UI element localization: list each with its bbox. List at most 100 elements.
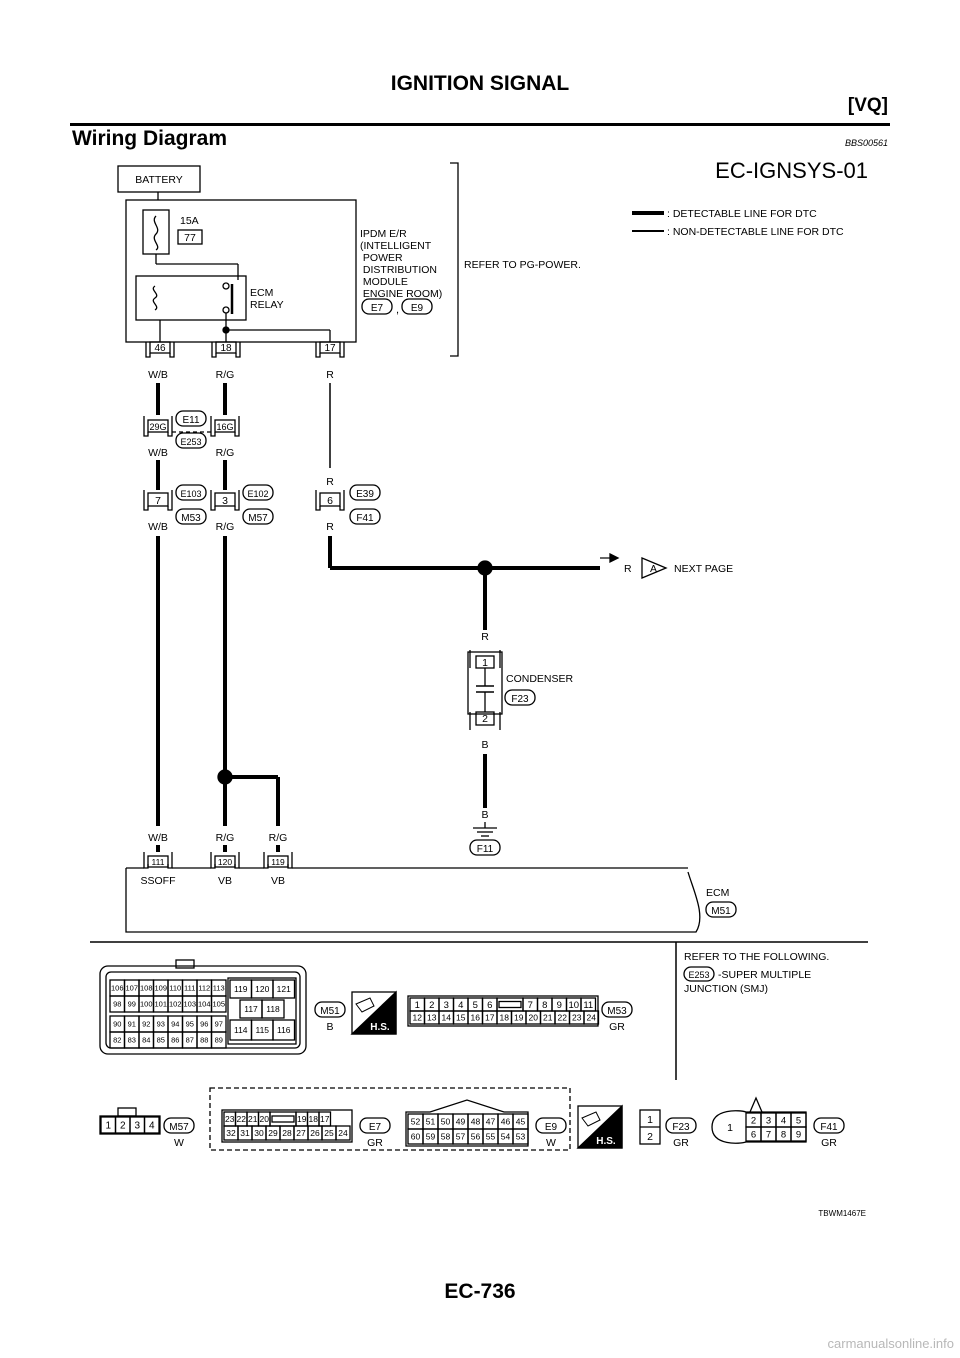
ecm-box bbox=[125, 868, 701, 933]
ground-tag-f11 bbox=[469, 839, 501, 856]
pin-number: 3 bbox=[766, 1115, 771, 1126]
splice-r bbox=[477, 560, 493, 576]
svg-text:1: 1 bbox=[727, 1122, 733, 1134]
connector-tag-e9 bbox=[401, 298, 433, 315]
svg-text:R/G: R/G bbox=[216, 369, 235, 381]
pin-number: 1 bbox=[415, 1000, 420, 1011]
pin-number: 117 bbox=[244, 1004, 258, 1014]
pin-number: 46 bbox=[501, 1117, 511, 1127]
pin-number: 24 bbox=[587, 1013, 597, 1023]
svg-text:7: 7 bbox=[155, 495, 161, 507]
pin-number: 16 bbox=[471, 1013, 481, 1023]
relay-label-2: RELAY bbox=[250, 299, 284, 311]
svg-text:M57: M57 bbox=[248, 513, 268, 524]
svg-text:R: R bbox=[326, 369, 334, 381]
connector-tag-e7-face bbox=[359, 1117, 391, 1134]
pin-number: 50 bbox=[441, 1117, 451, 1127]
page-title: IGNITION SIGNAL bbox=[390, 72, 570, 95]
pin-number: 111 bbox=[184, 984, 195, 993]
pin-number: 94 bbox=[171, 1020, 179, 1029]
svg-text:E11: E11 bbox=[182, 415, 199, 426]
inline-connector-e102: 3 E102 M57 bbox=[210, 484, 274, 525]
pin-cell bbox=[272, 979, 296, 999]
pin-number: 9 bbox=[796, 1129, 801, 1140]
condenser: 1 2 bbox=[467, 650, 503, 730]
pin-number: 109 bbox=[154, 984, 167, 993]
pin-number: 108 bbox=[140, 984, 153, 993]
battery-label: BATTERY bbox=[135, 174, 182, 186]
svg-text:E7: E7 bbox=[371, 303, 384, 314]
pin-number: 97 bbox=[215, 1020, 223, 1029]
key-slot bbox=[271, 1115, 295, 1123]
pin-number: 101 bbox=[154, 1000, 167, 1009]
refer-bracket bbox=[450, 162, 459, 357]
pin-number: 28 bbox=[282, 1128, 292, 1138]
pin-number: 29 bbox=[268, 1128, 278, 1138]
pin-number: 90 bbox=[113, 1020, 121, 1029]
pin-number: 113 bbox=[213, 984, 225, 993]
svg-text:120: 120 bbox=[218, 857, 232, 867]
svg-text:E7: E7 bbox=[369, 1122, 382, 1133]
svg-text:46: 46 bbox=[154, 343, 166, 354]
connector-face-f23: 1 2 bbox=[639, 1109, 661, 1145]
connector-tag-f23 bbox=[504, 689, 536, 706]
pin-number: 31 bbox=[240, 1128, 250, 1138]
pin-number: 26 bbox=[310, 1128, 320, 1138]
svg-text:1: 1 bbox=[482, 657, 488, 669]
pin-number: 5 bbox=[796, 1115, 801, 1126]
header-rule bbox=[70, 123, 890, 126]
next-page-label: NEXT PAGE bbox=[674, 563, 733, 575]
svg-text:A: A bbox=[650, 563, 657, 575]
svg-text:F23: F23 bbox=[511, 694, 529, 705]
pin-number: 116 bbox=[277, 1025, 291, 1035]
svg-text:W: W bbox=[174, 1137, 184, 1149]
pin-number: 88 bbox=[200, 1036, 208, 1045]
ipdm-terminals: 46 18 17 bbox=[145, 341, 345, 358]
pin-number: 23 bbox=[572, 1013, 582, 1023]
ipdm-box bbox=[125, 199, 357, 343]
pin-number: 57 bbox=[456, 1132, 466, 1142]
pin-number: 6 bbox=[487, 1000, 492, 1011]
svg-text:2: 2 bbox=[647, 1131, 653, 1143]
engine-tag: [VQ] bbox=[847, 95, 888, 116]
svg-text:17: 17 bbox=[324, 343, 336, 354]
pin-cell bbox=[496, 997, 524, 1012]
figure-code: TBWM1467E bbox=[818, 1209, 866, 1218]
battery-box bbox=[117, 165, 201, 193]
svg-text:E103: E103 bbox=[180, 489, 201, 499]
svg-text:(INTELLIGENT: (INTELLIGENT bbox=[360, 240, 432, 252]
pin-cell bbox=[790, 1126, 807, 1142]
svg-text:M53: M53 bbox=[181, 513, 201, 524]
pin-number: 27 bbox=[296, 1128, 306, 1138]
svg-text:3: 3 bbox=[222, 495, 228, 507]
harness-side-icon: H.S. bbox=[350, 990, 397, 1035]
pin-number: 107 bbox=[125, 984, 138, 993]
pin-number: 120 bbox=[255, 984, 269, 994]
svg-text:6: 6 bbox=[327, 495, 333, 507]
pin-number: 22 bbox=[237, 1114, 247, 1124]
pin-number: 99 bbox=[128, 1000, 136, 1009]
pin-number: 102 bbox=[169, 1000, 182, 1009]
svg-text:VB: VB bbox=[271, 875, 285, 887]
svg-text:R/G: R/G bbox=[269, 832, 288, 844]
svg-text:E253: E253 bbox=[180, 437, 201, 447]
svg-text:F41: F41 bbox=[820, 1122, 838, 1133]
pin-number: 47 bbox=[486, 1117, 496, 1127]
connector-tag-m53 bbox=[601, 1001, 633, 1018]
ecm-relay bbox=[135, 275, 247, 321]
inline-connector-e103: 7 E103 M53 bbox=[143, 484, 207, 525]
pin-cell bbox=[272, 1019, 296, 1041]
pin-number: 48 bbox=[471, 1117, 481, 1127]
pin-number: 30 bbox=[254, 1128, 264, 1138]
pin-number: 115 bbox=[255, 1025, 269, 1035]
joint-connector: 29G 16G E11 E253 bbox=[143, 410, 240, 449]
pin-number: 19 bbox=[514, 1013, 524, 1023]
relay-label-1: ECM bbox=[250, 287, 273, 299]
key-slot bbox=[498, 1000, 522, 1009]
pin-number: 1 bbox=[105, 1121, 111, 1132]
